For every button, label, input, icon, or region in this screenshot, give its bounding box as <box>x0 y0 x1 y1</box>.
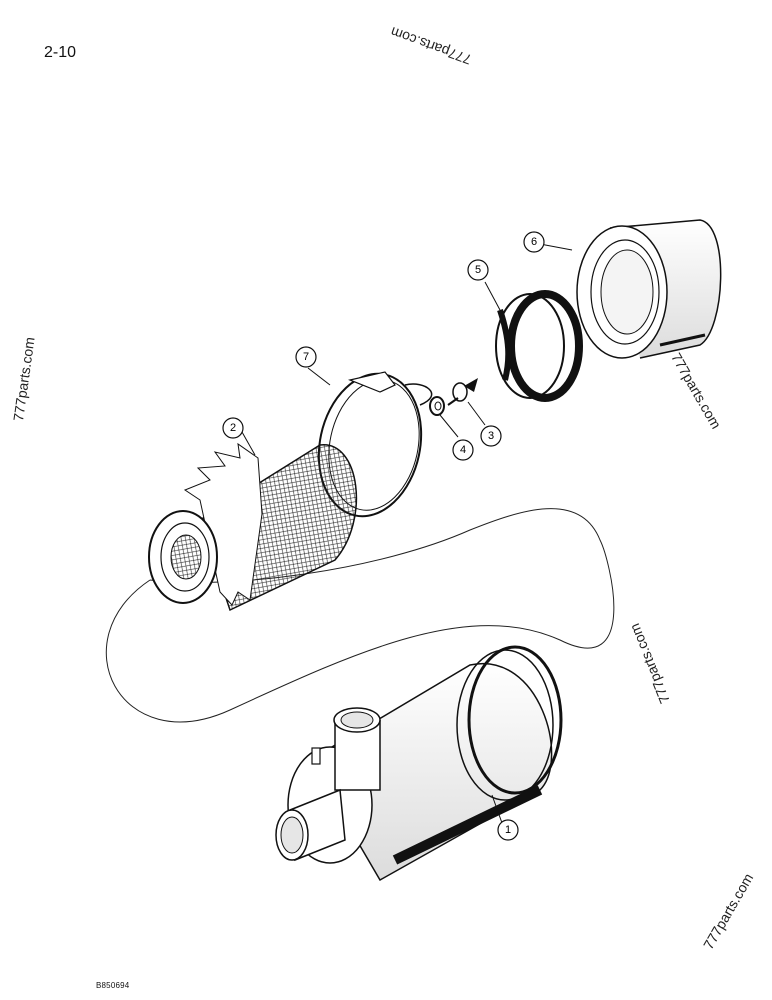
callout-4-label: 4 <box>460 444 466 456</box>
callout-7: 7 <box>295 346 317 368</box>
callout-5-label: 5 <box>475 264 481 276</box>
drawing-id: B850694 <box>96 981 130 990</box>
callout-1-label: 1 <box>505 824 511 836</box>
part-6-cover-cup <box>576 219 722 359</box>
callout-2-label: 2 <box>230 422 236 434</box>
assembly-loop-line <box>105 508 615 723</box>
callout-1: 1 <box>497 819 519 841</box>
callout-3: 3 <box>480 425 502 447</box>
callout-2: 2 <box>222 417 244 439</box>
callout-3-label: 3 <box>488 430 494 442</box>
part-2-filter-element <box>148 442 358 612</box>
leader-lines <box>241 243 573 824</box>
callout-7-label: 7 <box>303 351 309 363</box>
callout-5: 5 <box>467 259 489 281</box>
callout-4: 4 <box>452 439 474 461</box>
page-number: 2-10 <box>44 44 77 61</box>
callout-6: 6 <box>523 231 545 253</box>
part-3-wing-nut <box>447 378 478 406</box>
callout-6-label: 6 <box>531 236 537 248</box>
part-5-dust-cup-ring <box>495 290 583 402</box>
part-1-air-cleaner-housing <box>275 645 563 882</box>
part-4-washer <box>429 396 445 416</box>
